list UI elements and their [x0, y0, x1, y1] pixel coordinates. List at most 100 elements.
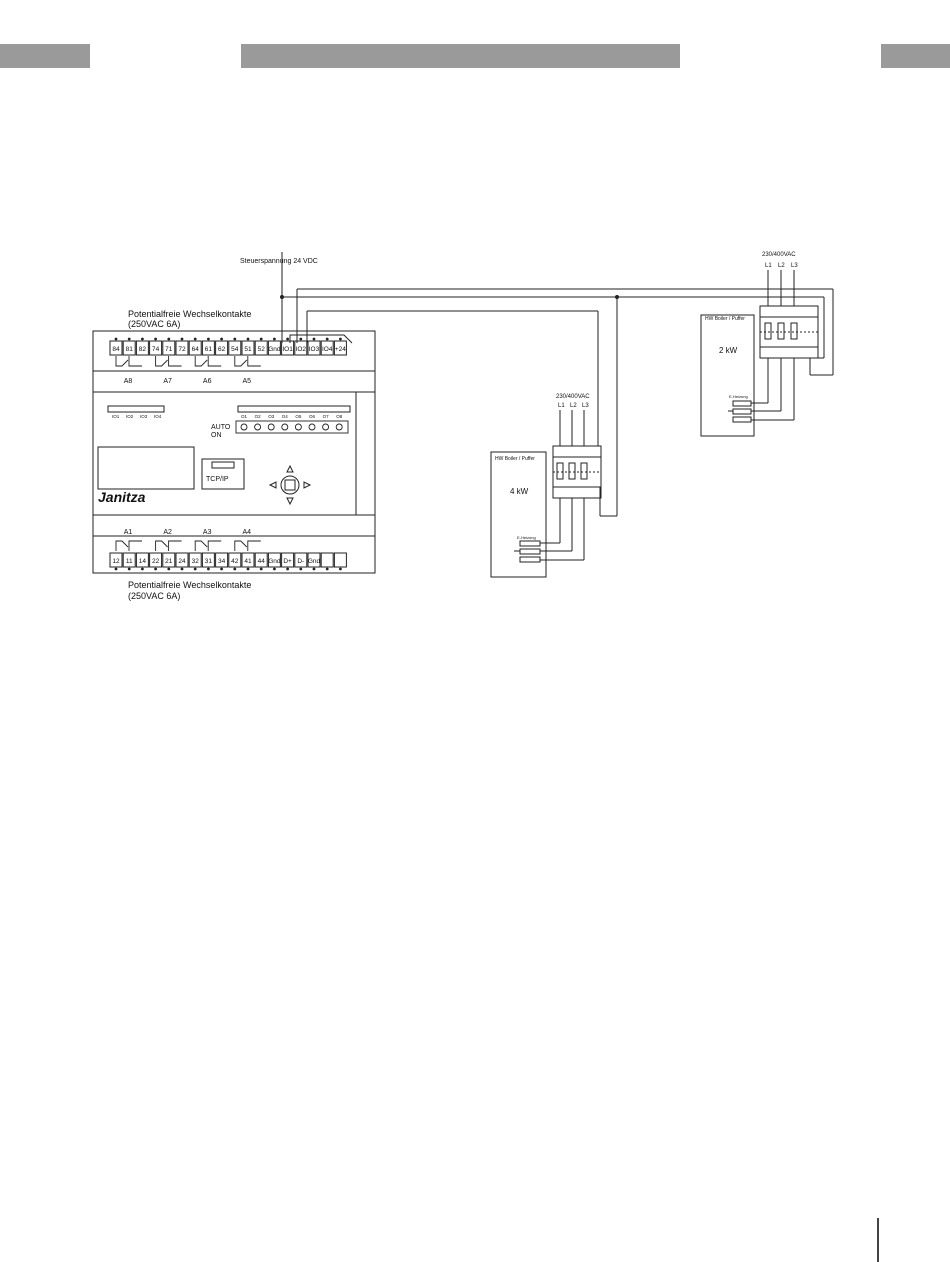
top-terminal-label: IO4 — [322, 346, 333, 353]
top-terminal-screw — [339, 337, 342, 341]
top-terminal-screw — [167, 337, 171, 341]
top-terminal-screw — [180, 337, 184, 341]
output-led-label: O7 — [323, 414, 330, 419]
bottom-terminal-screw — [246, 567, 250, 571]
output-led-label: O4 — [282, 414, 289, 419]
output-led-label: O2 — [255, 414, 262, 419]
top-terminal-screw — [312, 337, 316, 341]
top-terminal-box — [188, 340, 202, 356]
top-relay-label: A5 — [243, 378, 252, 385]
control-voltage-label: Steuerspannung 24 VDC — [240, 258, 318, 265]
io-led-label: IO3 — [140, 414, 148, 419]
boiler-4kw-contactor — [490, 410, 602, 578]
bottom-terminal-label: 34 — [218, 558, 226, 565]
top-terminal-label: 54 — [231, 346, 239, 353]
top-relay-label: A8 — [124, 378, 133, 385]
bottom-relay-contact-symbol — [155, 540, 182, 551]
output-led — [335, 423, 343, 431]
top-terminal-box — [228, 340, 242, 356]
output-led-label: O8 — [336, 414, 343, 419]
top-terminal-screw — [114, 337, 118, 341]
top-relay-contact-symbol — [115, 356, 142, 367]
top-terminal-box — [254, 340, 268, 356]
boiler-4kw-phase-l3: L3 — [582, 403, 589, 409]
output-led-label: O5 — [295, 414, 302, 419]
bottom-relay-contact-symbol — [194, 540, 222, 551]
top-terminal-screw — [246, 337, 250, 341]
top-terminal-box — [333, 340, 347, 356]
bottom-terminal-label: Gnd — [308, 558, 321, 565]
output-led-label: O6 — [309, 414, 316, 419]
bottom-terminal-screw — [233, 567, 237, 571]
top-terminal-box — [281, 340, 295, 356]
page-edge-rule — [877, 1218, 879, 1262]
top-terminal-label: 62 — [218, 346, 226, 353]
top-terminal-box — [294, 340, 308, 356]
bottom-terminal-screw — [180, 567, 184, 571]
top-relay-contact-symbol — [234, 356, 261, 367]
output-led — [308, 423, 316, 431]
output-led — [294, 423, 302, 431]
output-led — [254, 423, 262, 431]
output-led — [281, 423, 289, 431]
io-led-label: IO1 — [112, 414, 120, 419]
top-terminal-screw — [141, 337, 144, 341]
bottom-terminal-label: 12 — [112, 558, 120, 565]
bottom-terminal-screw — [127, 567, 131, 571]
bottom-relay-contact-symbol — [234, 540, 261, 551]
top-terminal-label: 52 — [258, 346, 266, 353]
bottom-terminal-label: 22 — [152, 558, 160, 565]
bottom-relay-label: A4 — [243, 529, 252, 536]
top-terminal-screw — [286, 337, 289, 341]
bottom-terminal-box — [307, 552, 321, 568]
bottom-terminal-label: 32 — [192, 558, 200, 565]
bottom-terminal-screw — [193, 567, 197, 571]
top-contacts-label-line2: (250VAC 6A) — [128, 319, 180, 329]
top-terminal-box — [162, 340, 176, 356]
output-led-label: O1 — [241, 414, 248, 419]
top-terminal-screw — [259, 337, 263, 341]
boiler-2kw-power: 2 kW — [719, 346, 738, 355]
top-terminal-screw — [220, 337, 224, 341]
boiler-2kw-phase-l3: L3 — [791, 263, 798, 269]
top-terminal-screw — [325, 337, 329, 341]
tcpip-label: TCP/IP — [206, 476, 229, 483]
bottom-terminal-box — [254, 552, 268, 568]
bottom-terminal-label: 41 — [244, 558, 252, 565]
output-led — [322, 423, 330, 431]
bottom-terminal-screw — [220, 567, 224, 571]
bottom-terminal-screw — [339, 567, 342, 571]
bottom-terminal-label: 11 — [126, 558, 133, 565]
nav-right-icon — [303, 481, 312, 489]
top-terminal-label: 61 — [205, 346, 213, 353]
boiler-2kw-supply-label: 230/400VAC — [762, 252, 796, 258]
top-terminal-label: 74 — [152, 346, 160, 353]
header-bar-center — [241, 44, 680, 68]
mode-label-auto: AUTO — [211, 424, 231, 431]
top-terminal-screw — [193, 337, 197, 341]
top-terminal-box — [241, 340, 255, 356]
top-terminal-box — [135, 340, 149, 356]
header-bar-right — [881, 44, 950, 68]
bottom-terminal-label: 31 — [205, 558, 213, 565]
io-led-strip — [107, 405, 165, 413]
bottom-terminal-screw — [312, 567, 316, 571]
boiler-2kw-heater-label: E-Heizung — [729, 394, 748, 399]
bottom-terminal-box — [241, 552, 255, 568]
top-terminal-label: 64 — [192, 346, 200, 353]
top-terminal-label: 82 — [139, 346, 147, 353]
bottom-relay-contact-symbol — [115, 540, 142, 551]
bottom-terminal-label: D+ — [283, 558, 292, 565]
bottom-terminal-box — [267, 552, 281, 568]
top-relay-contact-symbol — [155, 356, 182, 367]
top-relay-label: A6 — [203, 378, 212, 385]
nav-up-icon — [286, 464, 294, 473]
bottom-terminal-screw — [141, 567, 144, 571]
top-terminal-label: IO1 — [282, 346, 293, 353]
bottom-terminal-box — [175, 552, 189, 568]
io-led-label: IO2 — [126, 414, 134, 419]
bottom-relay-label: A1 — [124, 529, 133, 536]
